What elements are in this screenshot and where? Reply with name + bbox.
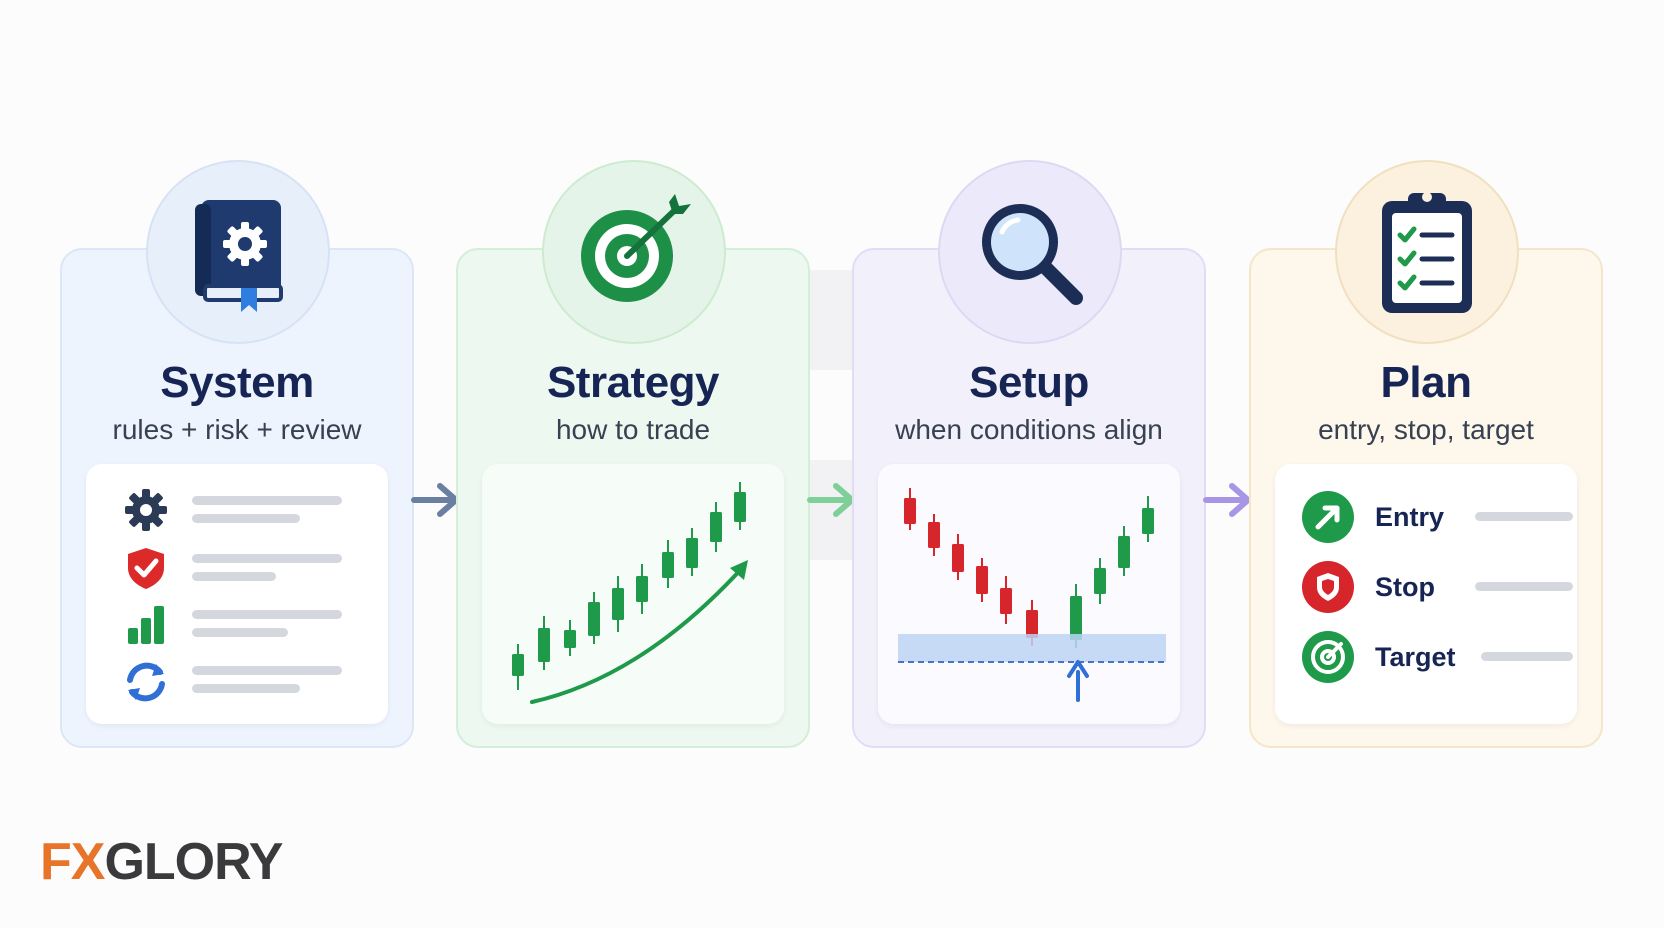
plan-label: Target [1375,642,1456,672]
step-subtitle: rules + risk + review [112,414,362,445]
step-title: Strategy [546,358,720,407]
plan-row-entry: Entry [1301,490,1573,546]
candle-body [662,552,674,578]
candle-body [1118,536,1130,568]
system-row-gear [122,486,352,536]
system-row-review [122,658,352,708]
plan-label: Stop [1375,572,1435,602]
system-badge [146,160,330,344]
step-title: Plan [1380,358,1472,407]
placeholder-line [192,514,300,523]
refresh-icon [127,662,165,702]
candle-body [1000,588,1012,614]
placeholder-line [192,610,342,619]
flow-arrow [807,483,855,517]
clipboard-checklist-icon [1382,192,1472,313]
step-title: System [160,358,314,407]
placeholder-line [192,554,342,563]
step-card-strategy: Strategy how to trade [456,160,810,748]
candle-body [538,628,550,662]
magnifier-icon [982,204,1083,305]
placeholder-line [1475,582,1573,591]
uptrend-candles [512,482,748,704]
candle-body [734,492,746,522]
logo-part-fx: FX [40,833,105,891]
placeholder-line [192,666,342,675]
logo-part-glory: GLORY [104,833,283,891]
fxglory-logo: FXGLORY [40,832,283,892]
arrow-up-right-icon [1302,491,1354,543]
shield-icon [1302,561,1354,613]
candle-body [588,602,600,636]
uptrend-chart [482,464,784,724]
placeholder-line [1475,512,1573,521]
candle-body [686,538,698,568]
plan-label: Entry [1375,502,1445,532]
placeholder-line [192,496,342,505]
candle-body [564,630,576,648]
step-card-system: System rules + risk + review [60,160,414,748]
step-card-plan: Plan entry, stop, target Entry Stop [1249,160,1603,748]
candle-body [976,566,988,594]
placeholder-line [192,684,300,693]
placeholder-line [192,572,276,581]
support-zone [898,634,1166,662]
candle-body [636,576,648,602]
plan-badge [1335,160,1519,344]
plan-row-stop: Stop [1301,560,1573,616]
target-arrow-icon [581,194,691,302]
book-gear-icon [195,200,283,312]
placeholder-line [1481,652,1573,661]
step-card-setup: Setup when conditions align [852,160,1206,748]
candle-body [1026,610,1038,638]
reversal-chart [878,464,1180,724]
candle-body [710,512,722,542]
candle-body [904,498,916,524]
flow-arrow [411,483,459,517]
candle-body [612,588,624,620]
plan-list: Entry Stop Target [1275,464,1577,724]
shield-check-icon [128,548,164,589]
candle-body [1142,508,1154,534]
flow-arrow [1203,483,1251,517]
trend-arrowhead [730,560,748,580]
candle-body [512,654,524,676]
candle-body [952,544,964,572]
strategy-badge [542,160,726,344]
system-row-performance [122,600,352,650]
gear-icon [125,489,167,531]
step-title: Setup [969,358,1089,407]
candle-body [1070,596,1082,640]
plan-row-target: Target [1301,630,1573,686]
step-subtitle: entry, stop, target [1318,414,1534,445]
placeholder-line [192,628,288,637]
system-checklist [86,464,388,724]
reversal-candles [898,488,1166,702]
setup-badge [938,160,1122,344]
candle-body [1094,568,1106,594]
target-icon [1302,631,1354,683]
step-subtitle: how to trade [555,414,711,445]
step-subtitle: when conditions align [895,414,1163,445]
system-row-risk [122,544,352,594]
candle-body [928,522,940,548]
bar-chart-icon [128,606,164,644]
